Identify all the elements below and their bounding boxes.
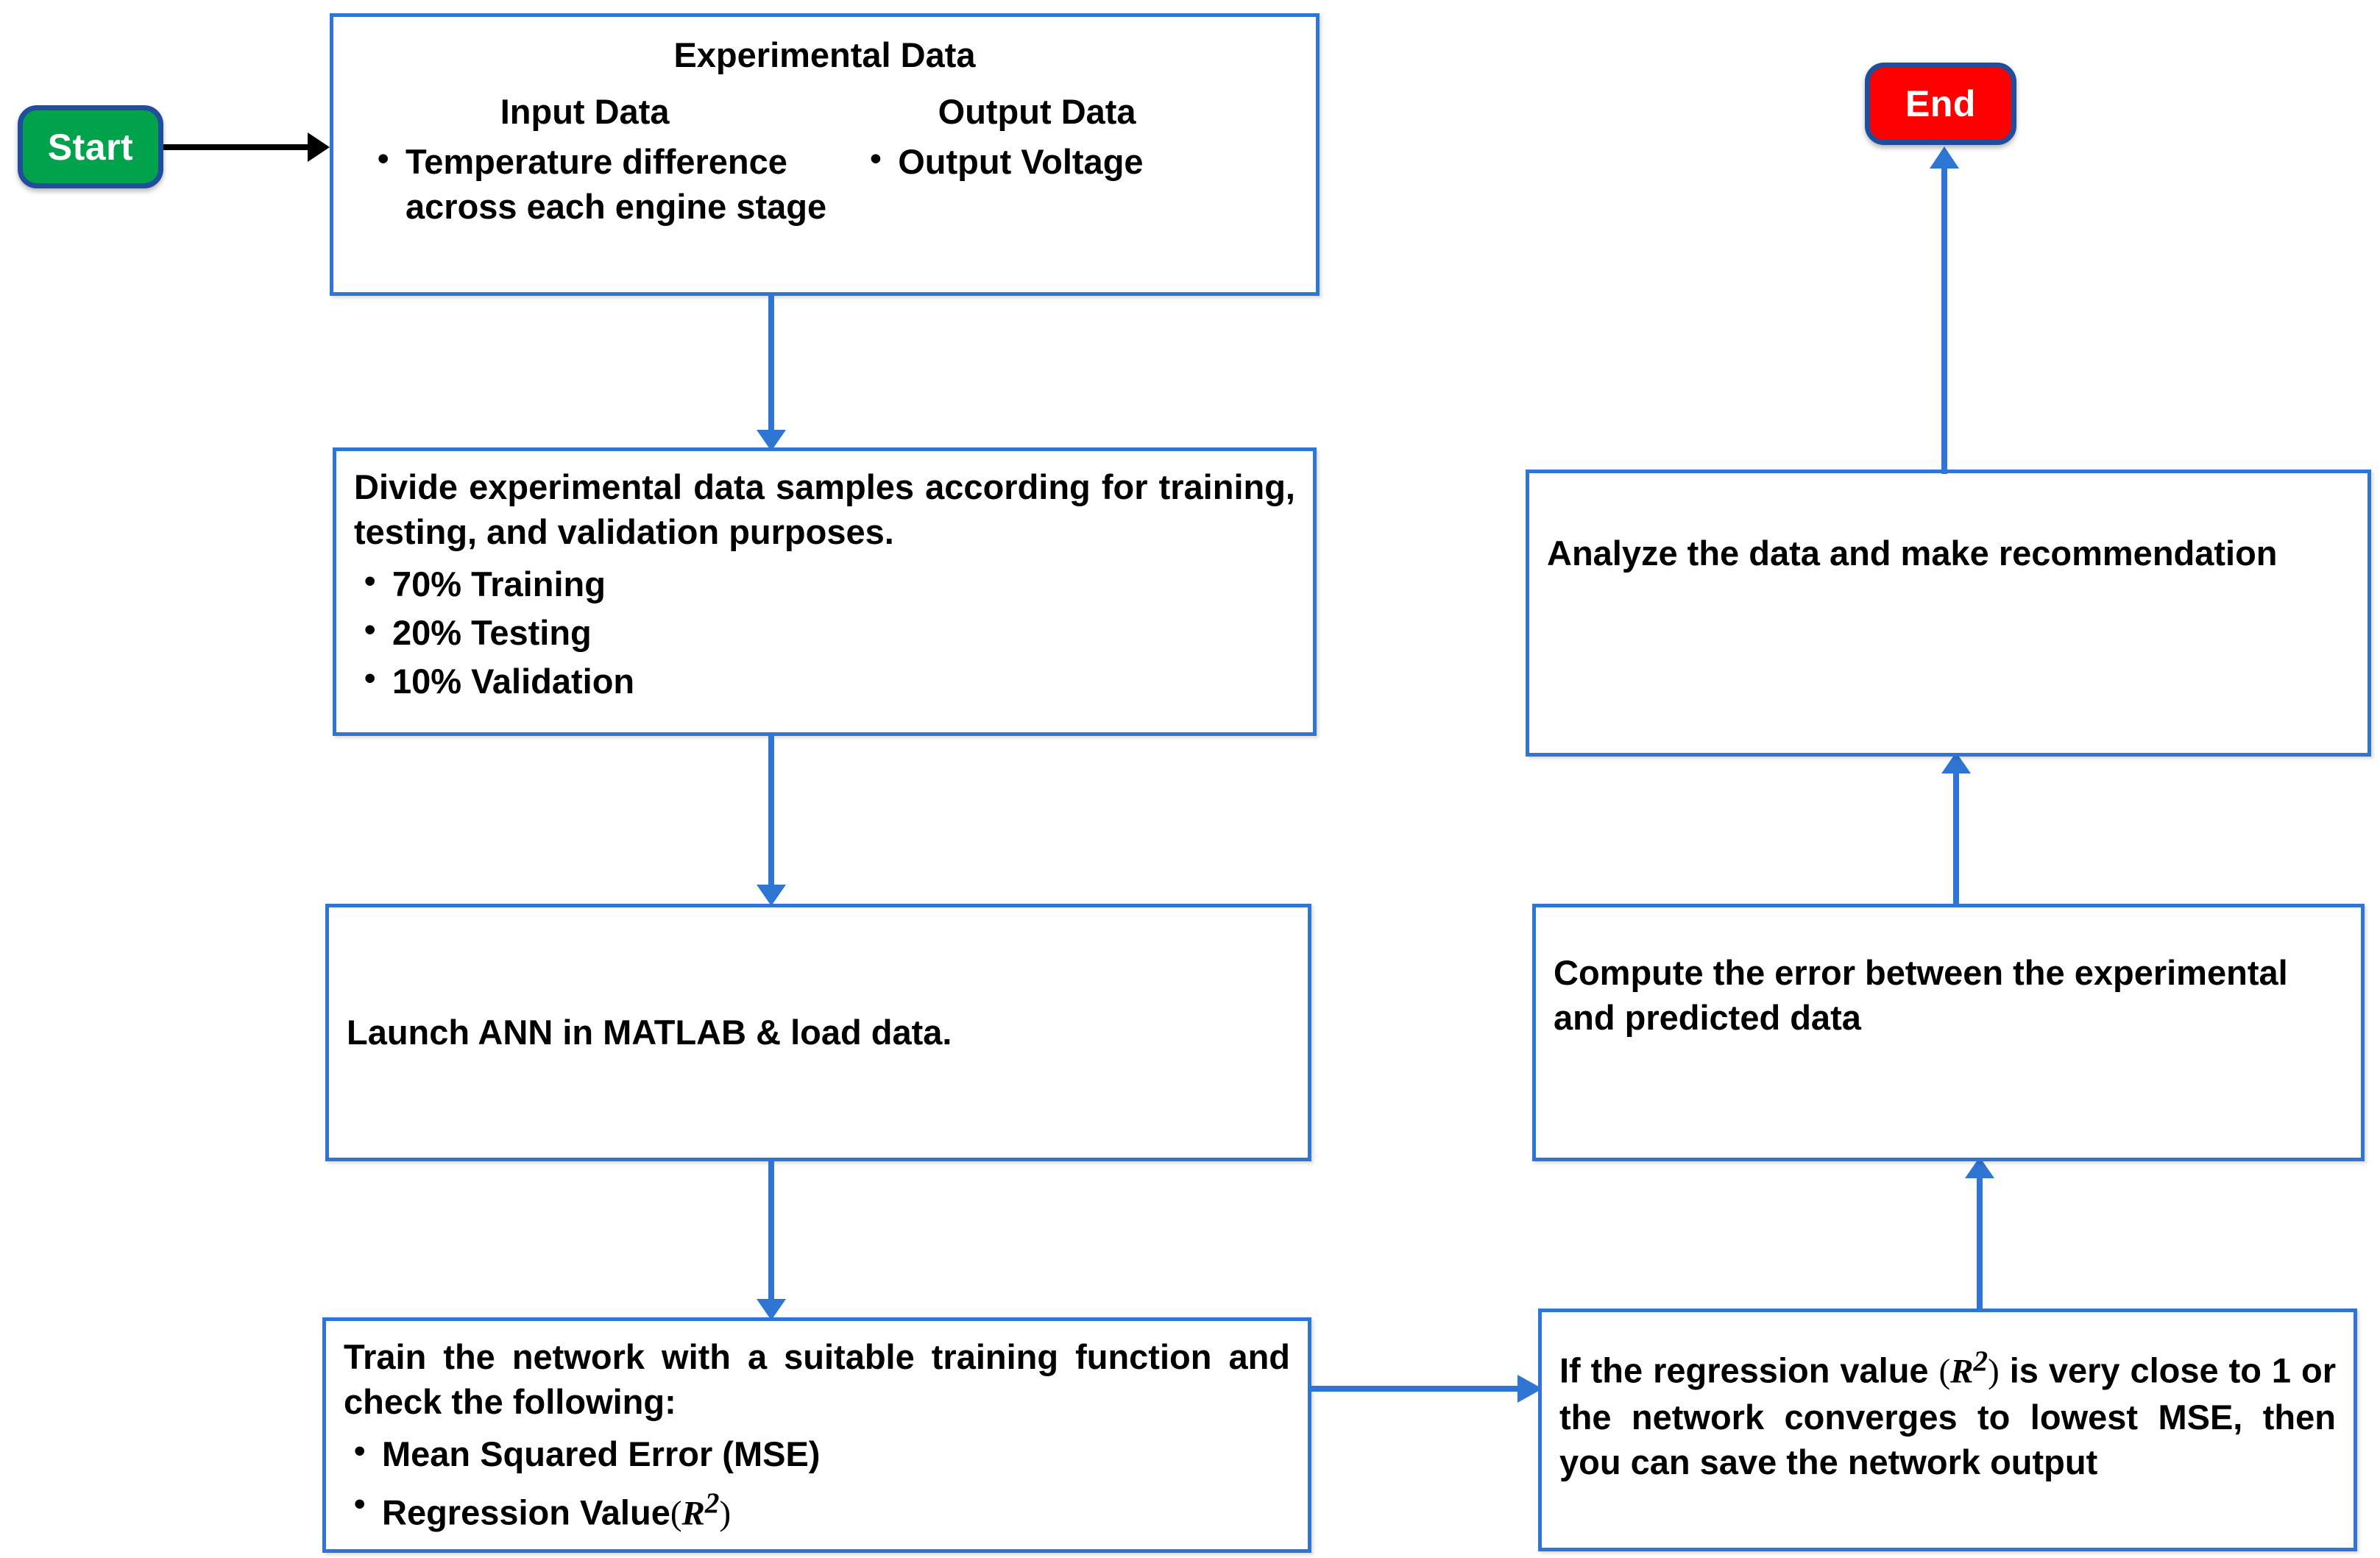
node-start[interactable]: Start — [18, 105, 163, 188]
list-item: 10% Validation — [364, 657, 1295, 704]
symbol-r: R — [681, 1494, 705, 1533]
node-train-network[interactable]: Train the network with a suitable traini… — [322, 1317, 1311, 1553]
node-check-regression[interactable]: If the regression value (R2) is very clo… — [1538, 1309, 2357, 1551]
connector-experimental-data-to-divide-data — [749, 294, 793, 453]
experimental-data-input-column: Input Data Temperature difference across… — [351, 91, 843, 229]
experimental-data-output-column: Output Data Output Voltage — [843, 91, 1298, 184]
train-network-text: Train the network with a suitable traini… — [344, 1337, 1290, 1422]
list-item-regression: Regression Value(R2) — [354, 1483, 1290, 1537]
connector-train-network-to-check-regression — [1310, 1370, 1545, 1407]
input-data-heading: Input Data — [500, 92, 670, 131]
launch-ann-text: Launch ANN in MATLAB & load data. — [347, 1013, 952, 1052]
symbol-r: R — [1950, 1352, 1974, 1391]
experimental-data-title: Experimental Data — [673, 35, 976, 74]
paren-open: ( — [1938, 1352, 1951, 1391]
node-divide-data[interactable]: Divide experimental data samples accordi… — [333, 447, 1317, 736]
node-compute-error[interactable]: Compute the error between the experiment… — [1532, 904, 2365, 1161]
node-end-label: End — [1905, 83, 1976, 124]
symbol-exponent: 2 — [1973, 1345, 1988, 1377]
connector-analyze-data-to-end — [1922, 144, 1966, 475]
connector-divide-data-to-launch-ann — [749, 734, 793, 907]
check-regression-text-part1: If the regression value — [1559, 1350, 1939, 1390]
list-item: 20% Testing — [364, 609, 1295, 656]
node-launch-ann[interactable]: Launch ANN in MATLAB & load data. — [325, 904, 1311, 1161]
node-end[interactable]: End — [1865, 63, 2016, 145]
connector-check-regression-to-compute-error — [1958, 1155, 2002, 1314]
check-regression-text: If the regression value (R2) is very clo… — [1559, 1343, 2336, 1484]
regression-value-label: Regression Value — [382, 1493, 670, 1532]
paren-open: ( — [670, 1494, 682, 1533]
paren-close: ) — [719, 1494, 732, 1533]
node-analyze-data[interactable]: Analyze the data and make recommendation — [1526, 470, 2371, 757]
connector-launch-ann-to-train-network — [749, 1160, 793, 1322]
paren-close: ) — [1988, 1352, 2000, 1391]
list-item: Temperature difference across each engin… — [378, 138, 843, 229]
node-experimental-data[interactable]: Experimental Data Input Data Temperature… — [330, 13, 1320, 296]
check-regression-text-part2: is very close to 1 or the network conver… — [1559, 1350, 2336, 1481]
connector-compute-error-to-analyze-data — [1934, 751, 1978, 909]
node-start-label: Start — [47, 126, 134, 168]
analyze-data-text: Analyze the data and make recommendation — [1547, 534, 2278, 573]
compute-error-text: Compute the error between the experiment… — [1554, 953, 2288, 1038]
divide-data-text: Divide experimental data samples accordi… — [354, 467, 1295, 552]
output-data-heading: Output Data — [938, 92, 1136, 131]
symbol-exponent: 2 — [704, 1487, 720, 1520]
connector-start-to-experimental-data — [163, 129, 333, 166]
list-item: Output Voltage — [870, 138, 1298, 184]
list-item: 70% Training — [364, 560, 1295, 607]
list-item: Mean Squared Error (MSE) — [354, 1430, 1290, 1477]
